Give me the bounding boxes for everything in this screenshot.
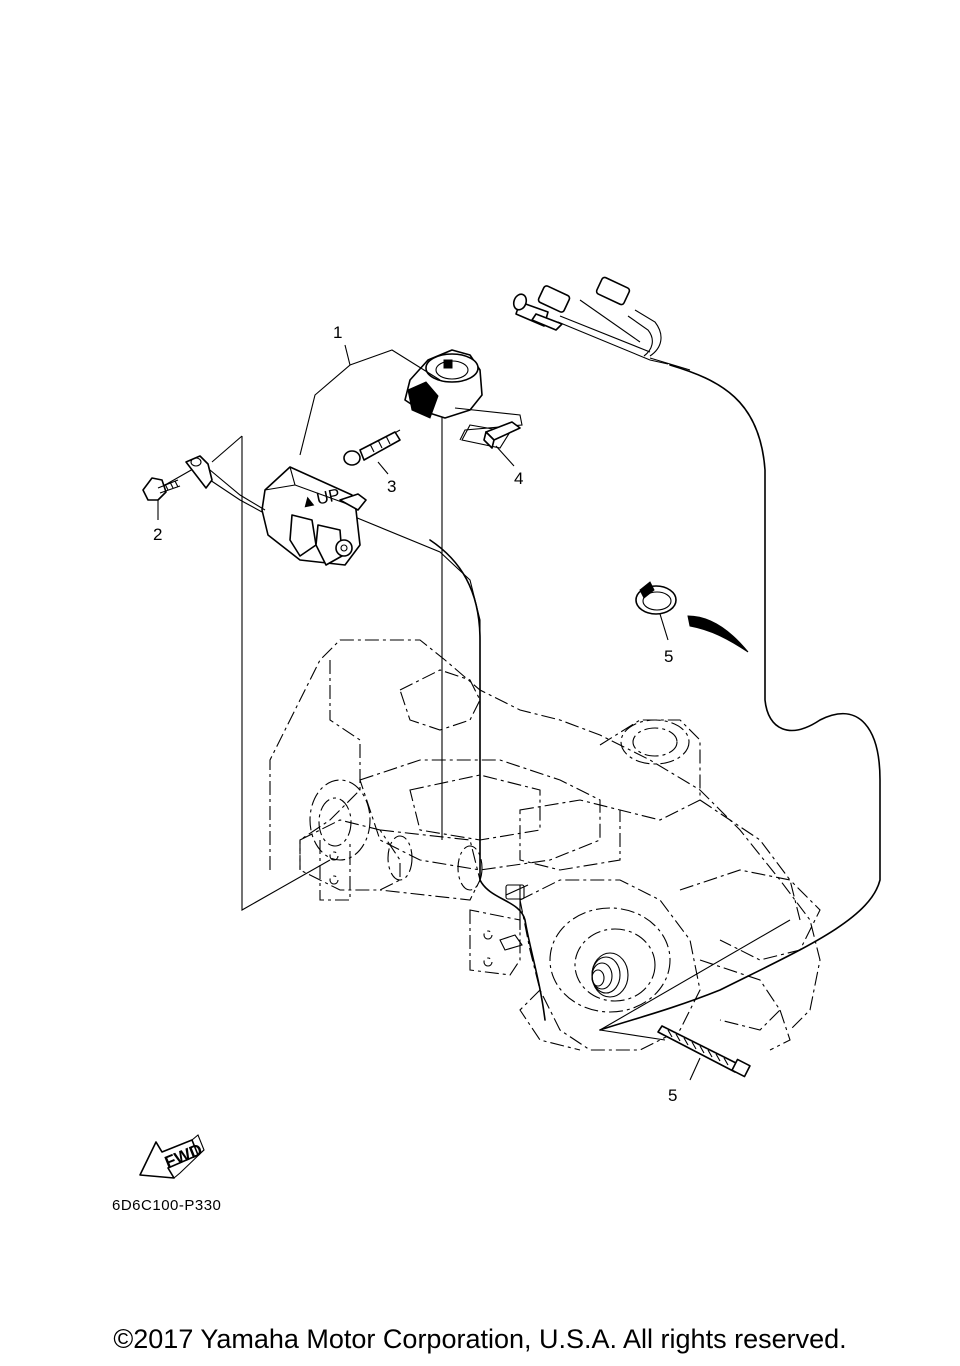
fwd-marking: FWD	[162, 1140, 205, 1172]
leader-lines	[164, 398, 791, 1041]
bolt-part-2	[142, 477, 181, 501]
screw-part-3	[343, 431, 401, 466]
fwd-arrow-icon: FWD	[139, 1134, 205, 1179]
callout-1: 1	[333, 323, 342, 342]
diagram-code: 6D6C100-P330	[112, 1197, 222, 1214]
cable-tie-part-5b	[657, 1025, 751, 1081]
callout-labels: 1 2 3 4 5 5	[153, 323, 677, 1105]
bracket-assembly-outline	[269, 639, 821, 1051]
callout-5-clamp: 5	[664, 647, 673, 666]
callout-3: 3	[387, 477, 396, 496]
callout-4: 4	[514, 469, 523, 488]
callout-5-tie: 5	[668, 1086, 677, 1105]
trim-switch-part-1: ▲UP	[185, 455, 367, 566]
clamp-part-5a	[635, 581, 749, 653]
wire-harness	[429, 276, 881, 1031]
copyright-notice: ©2017 Yamaha Motor Corporation, U.S.A. A…	[113, 1324, 847, 1354]
grommet-boss	[499, 884, 629, 998]
callout-2: 2	[153, 525, 162, 544]
holder-part-1-upper	[404, 349, 523, 449]
callout-1-bracket	[299, 344, 441, 456]
